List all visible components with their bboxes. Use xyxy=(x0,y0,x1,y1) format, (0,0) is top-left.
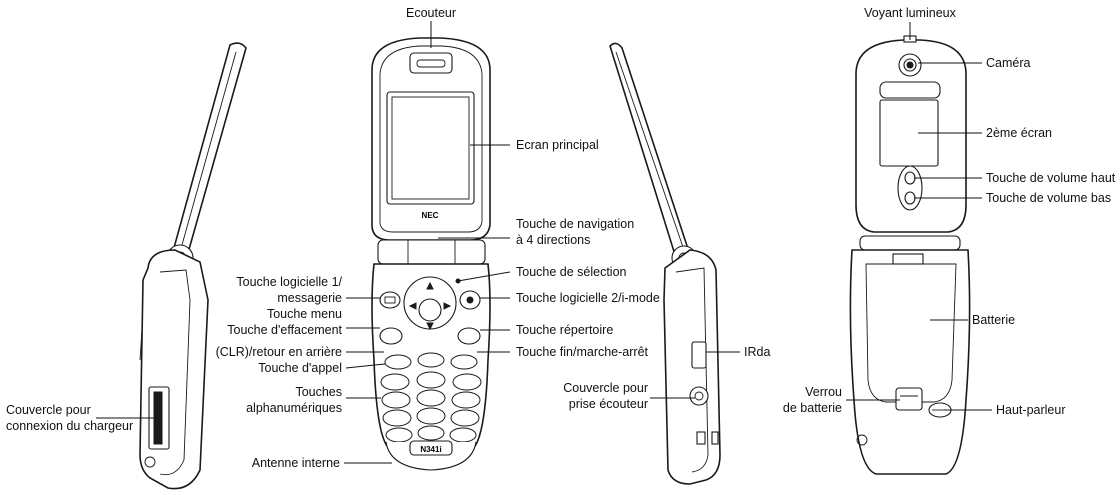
model-label: N341i xyxy=(420,445,441,454)
label-verrou-a: Verrou xyxy=(805,385,842,399)
label-effacement-b: (CLR)/retour en arrière xyxy=(216,345,342,359)
label-ecouteur: Ecouteur xyxy=(406,6,456,20)
center-front-view: NEC xyxy=(371,37,491,471)
label-ecran-2: 2ème écran xyxy=(986,126,1052,140)
label-volume-bas: Touche de volume bas xyxy=(986,191,1111,205)
leader-lines xyxy=(96,21,992,464)
label-selection: Touche de sélection xyxy=(516,265,627,279)
labels: Ecouteur Ecran principal Touche de navig… xyxy=(6,6,1116,470)
label-haut-parleur: Haut-parleur xyxy=(996,403,1065,417)
label-logicielle-1-a: Touche logicielle 1/ xyxy=(236,275,342,289)
alphanumeric-keypad xyxy=(380,371,482,443)
label-prise-ecouteur-b: prise écouteur xyxy=(569,397,648,411)
label-ecran-principal: Ecran principal xyxy=(516,138,599,152)
label-effacement-a: Touche d'effacement xyxy=(227,323,342,337)
label-fin: Touche fin/marche-arrêt xyxy=(516,345,649,359)
label-navigation-2: à 4 directions xyxy=(516,233,590,247)
label-menu: Touche menu xyxy=(267,307,342,321)
label-antenne: Antenne interne xyxy=(252,456,340,470)
label-touches-b: alphanumériques xyxy=(246,401,342,415)
label-batterie: Batterie xyxy=(972,313,1015,327)
label-logicielle-2: Touche logicielle 2/i-mode xyxy=(516,291,660,305)
label-verrou-b: de batterie xyxy=(783,401,842,415)
label-volume-haut: Touche de volume haut xyxy=(986,171,1116,185)
label-touches-a: Touches xyxy=(295,385,342,399)
label-prise-ecouteur-a: Couvercle pour xyxy=(563,381,648,395)
label-logicielle-1-b: messagerie xyxy=(277,291,342,305)
label-appel: Touche d'appel xyxy=(258,361,342,375)
label-repertoire: Touche répertoire xyxy=(516,323,613,337)
back-view xyxy=(849,35,971,475)
label-voyant: Voyant lumineux xyxy=(864,6,956,20)
brand-logo: NEC xyxy=(422,211,439,220)
label-navigation-1: Touche de navigation xyxy=(516,217,634,231)
right-side-view xyxy=(609,42,721,485)
label-chargeur-b: connexion du chargeur xyxy=(6,419,133,433)
label-camera: Caméra xyxy=(986,56,1031,70)
label-chargeur-a: Couvercle pour xyxy=(6,403,91,417)
left-side-view xyxy=(139,42,247,490)
label-irda: IRda xyxy=(744,345,770,359)
